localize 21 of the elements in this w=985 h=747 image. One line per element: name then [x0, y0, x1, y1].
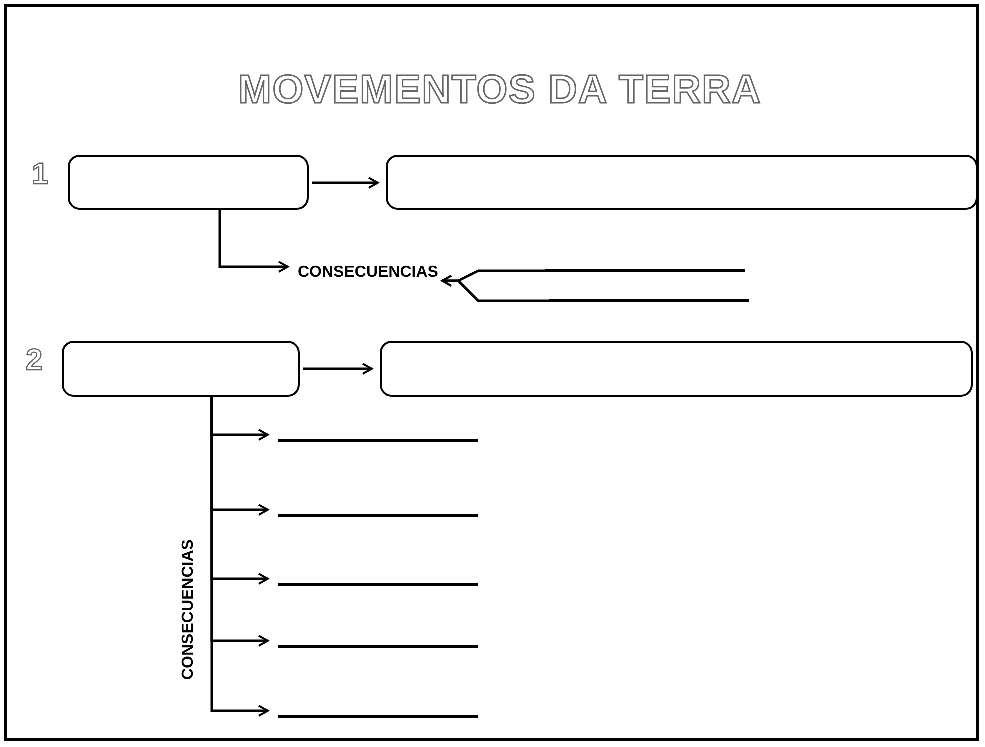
answer-box: [380, 341, 973, 397]
fill-in-line: [278, 715, 478, 718]
arrow: [218, 210, 289, 273]
vertical-text: CONSECUENCIAS: [180, 540, 198, 680]
fill-in-line: [278, 514, 478, 517]
answer-box: [386, 155, 978, 210]
arrow: [312, 177, 379, 189]
arrow: [303, 363, 373, 375]
arrow: [441, 275, 549, 302]
fill-in-line: [549, 299, 749, 302]
fill-in-line: [545, 269, 745, 272]
number-label: 1: [32, 158, 49, 192]
node-text: CONSECUENCIAS: [298, 264, 438, 282]
title: MOVEMENTOS DA TERRA: [237, 68, 763, 113]
fill-in-line: [278, 645, 478, 648]
fill-in-line: [278, 439, 478, 442]
answer-box: [68, 155, 309, 210]
answer-box: [62, 341, 300, 397]
fill-in-line: [278, 583, 478, 586]
arrow: [210, 397, 269, 717]
number-label: 2: [26, 344, 43, 378]
